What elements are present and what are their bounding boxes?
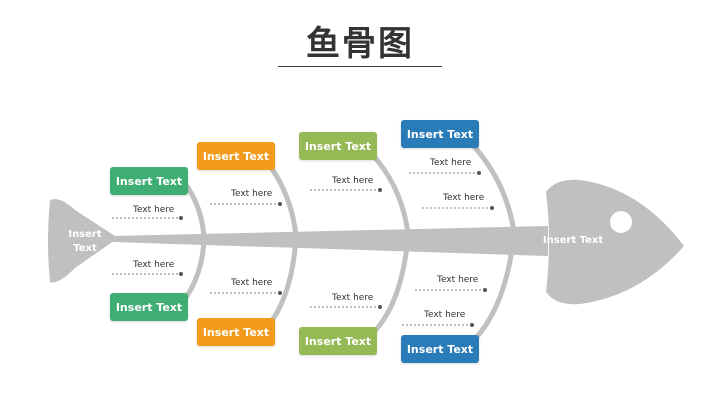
title-underline <box>278 66 442 67</box>
cause-box-top-1[interactable]: Insert Text <box>110 167 188 195</box>
note-top-4b: Text here <box>443 193 485 203</box>
cause-box-bottom-2[interactable]: Insert Text <box>197 318 275 346</box>
head-label: Insert Text <box>542 235 604 246</box>
cause-box-top-4[interactable]: Insert Text <box>401 120 479 148</box>
note-bottom-4b: Text here <box>424 310 466 320</box>
note-top-2: Text here <box>231 189 273 199</box>
leader-dot <box>477 171 481 175</box>
leader-dot <box>179 272 183 276</box>
leader-dot <box>278 202 282 206</box>
diagram-title: 鱼骨图 <box>306 24 414 64</box>
leader-dot <box>490 206 494 210</box>
cause-box-bottom-4[interactable]: Insert Text <box>401 335 479 363</box>
leader-dot <box>278 291 282 295</box>
rib-top-3 <box>368 150 411 235</box>
cause-box-top-2[interactable]: Insert Text <box>197 142 275 170</box>
note-bottom-4a: Text here <box>437 275 479 285</box>
cause-box-bottom-1[interactable]: Insert Text <box>110 293 188 321</box>
rib-bottom-1 <box>181 239 207 302</box>
leader-dot <box>378 305 382 309</box>
rib-top-4 <box>468 140 517 233</box>
rib-top-2 <box>265 161 299 237</box>
note-top-4a: Text here <box>430 158 472 168</box>
note-bottom-1: Text here <box>133 260 175 270</box>
note-bottom-3: Text here <box>332 293 374 303</box>
note-top-3: Text here <box>332 176 374 186</box>
cause-box-bottom-3[interactable]: Insert Text <box>299 327 377 355</box>
leader-dot <box>483 288 487 292</box>
note-top-1: Text here <box>133 205 175 215</box>
leader-dot <box>378 188 382 192</box>
fish-spine <box>112 226 548 256</box>
note-bottom-2: Text here <box>231 278 273 288</box>
leader-dot <box>470 323 474 327</box>
leader-dot <box>179 216 183 220</box>
tail-label: Insert Text <box>68 229 102 254</box>
fish-eye <box>610 211 632 233</box>
fish-head <box>546 179 684 305</box>
fish-tail <box>48 199 118 283</box>
cause-box-top-3[interactable]: Insert Text <box>299 132 377 160</box>
